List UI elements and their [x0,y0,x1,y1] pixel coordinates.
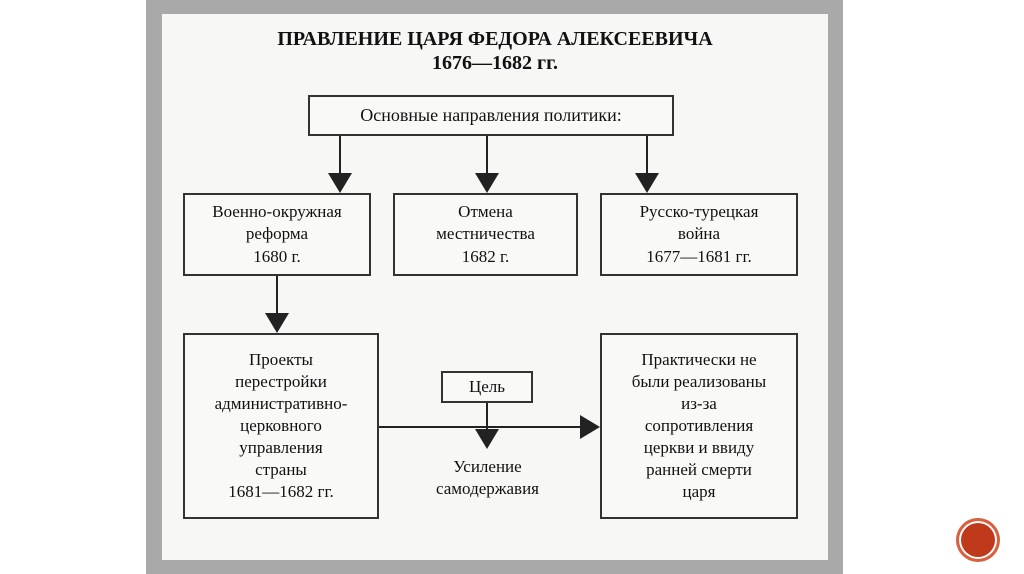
goal-label: Цель [468,376,506,396]
projects-box: Проекты перестройки административно- цер… [183,333,379,519]
direction-mestnichestvo: Отмена местничества 1682 г. [393,193,578,276]
result-box: Практически не были реализованы из-за со… [600,333,798,519]
goal-text: Усиление самодержавия [436,457,539,499]
direction-text: Отмена местничества 1682 г. [436,202,535,266]
root-text: Основные направления политики: [360,104,622,125]
projects-text: Проекты перестройки административно- цер… [214,349,348,502]
direction-russo-turkish-war: Русско-турецкая война 1677—1681 гг. [600,193,798,276]
diagram-years: 1676—1682 гг. [432,52,558,74]
diagram-title: ПРАВЛЕНИЕ ЦАРЯ ФЕДОРА АЛЕКСЕЕВИЧА [277,28,713,50]
root-box: Основные направления политики: [308,95,674,136]
result-text: Практически не были реализованы из-за со… [631,349,767,502]
direction-military-reform: Военно-окружная реформа 1680 г. [183,193,371,276]
goal-label-box: Цель [441,371,533,403]
direction-text: Военно-окружная реформа 1680 г. [212,202,342,266]
direction-text: Русско-турецкая война 1677—1681 гг. [639,202,759,266]
next-slide-button[interactable] [959,521,997,559]
